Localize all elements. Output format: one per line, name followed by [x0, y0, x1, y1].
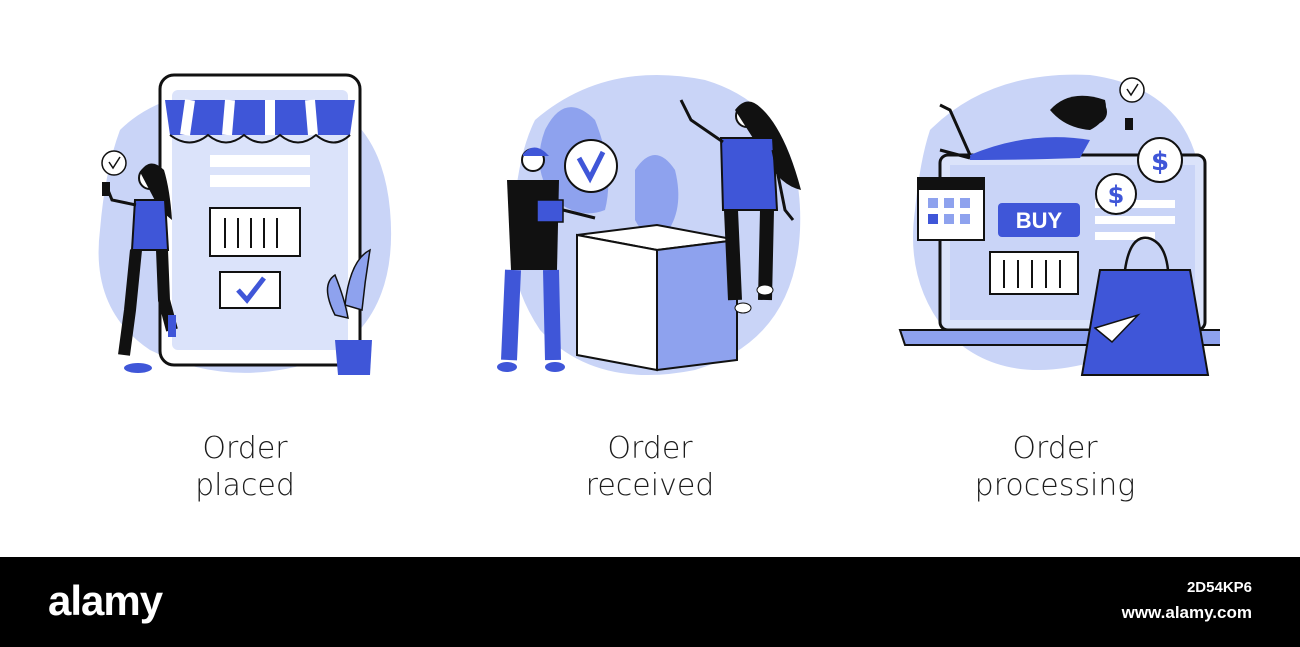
- buy-label: BUY: [1016, 208, 1063, 233]
- caption-line: Order: [607, 431, 693, 466]
- order-placed-illustration: [98, 73, 392, 375]
- site-url: www.alamy.com: [1121, 603, 1252, 622]
- check-circle-icon: [564, 139, 618, 193]
- woman-waving-icon: [679, 99, 801, 314]
- woman-with-phone-icon: [102, 163, 178, 373]
- courier-man-icon: [497, 147, 596, 372]
- paper-plane-icon: [1093, 313, 1141, 344]
- checkmark-icon: [219, 271, 281, 309]
- leaf-shape: [635, 155, 679, 236]
- caption-order-processing: Order processing: [890, 430, 1220, 504]
- currency-symbol: $: [1108, 181, 1125, 209]
- caption-line: processing: [974, 468, 1136, 503]
- caption-line: Order: [202, 431, 288, 466]
- calendar-icon: [917, 177, 985, 241]
- text-line: [210, 155, 310, 167]
- small-check-circle-icon: [101, 150, 127, 176]
- order-processing-illustration: BUY $ $: [898, 74, 1220, 376]
- woman-lying-icon: [939, 95, 1133, 160]
- panel-order-received: Order received: [485, 0, 815, 556]
- caption-line: received: [585, 468, 715, 503]
- currency-symbol: $: [1151, 147, 1169, 177]
- caption-line: placed: [195, 468, 295, 503]
- panel-order-processing: BUY $ $: [890, 0, 1220, 556]
- text-line: [1095, 216, 1175, 224]
- buy-button: BUY: [998, 203, 1080, 237]
- text-line: [210, 175, 310, 187]
- small-check-circle-icon: [1119, 77, 1145, 103]
- caption-line: Order: [1012, 431, 1098, 466]
- package-box-icon: [576, 223, 738, 372]
- shopping-bag-icon: [1080, 236, 1210, 376]
- brand-logo: alamy: [48, 577, 163, 624]
- dollar-coin-icon: $: [1137, 137, 1183, 183]
- caption-order-received: Order received: [485, 430, 815, 504]
- basket-icon: [989, 251, 1079, 295]
- watermark-bar: alamy 2D54KP6 www.alamy.com: [0, 557, 1300, 647]
- text-line: [1095, 232, 1155, 240]
- panel-order-placed: Order placed: [80, 0, 410, 556]
- dollar-coin-icon: $: [1095, 173, 1137, 215]
- plant-pot-icon: [326, 248, 372, 375]
- caption-order-placed: Order placed: [80, 430, 410, 504]
- shop-awning-icon: [165, 99, 355, 144]
- text-line: [1095, 200, 1175, 208]
- basket-icon: [209, 207, 301, 257]
- order-received-illustration: [497, 75, 801, 375]
- image-id: 2D54KP6: [1186, 579, 1252, 596]
